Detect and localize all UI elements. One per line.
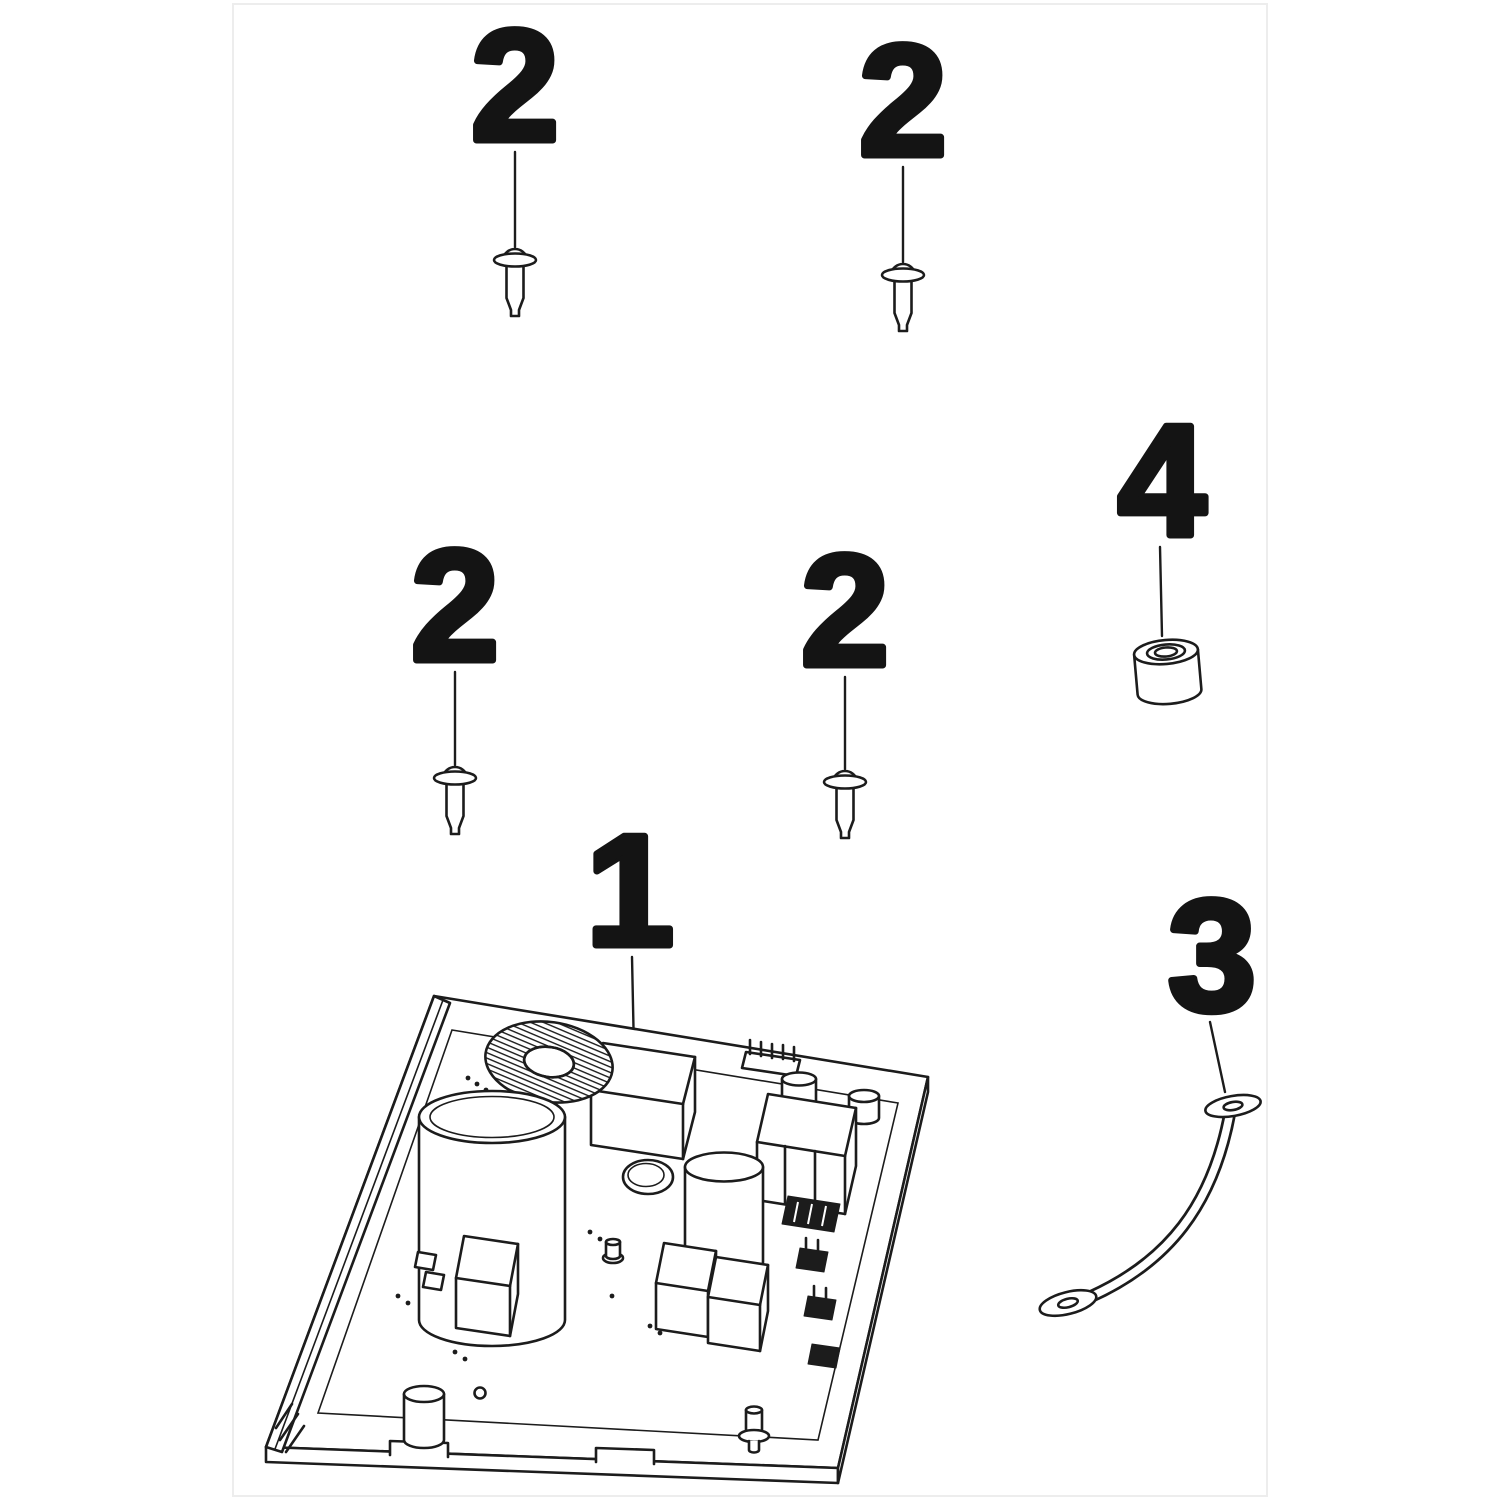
plate-notch xyxy=(594,1446,656,1466)
cylinder-small-bottom-left xyxy=(402,1384,446,1450)
relay-box-left xyxy=(454,1234,520,1338)
standoff-center xyxy=(601,1237,625,1265)
plate-hole xyxy=(473,1386,487,1400)
callout-screw-top-left: 2 xyxy=(468,0,562,318)
plate-rail xyxy=(264,994,452,1454)
screw-icon xyxy=(880,262,926,333)
ground-strap-icon xyxy=(1038,1093,1262,1318)
callout-screw-mid-left: 2 xyxy=(408,515,502,836)
callout-board: 1 xyxy=(583,800,677,1054)
callout-label-2-mid-left: 2 xyxy=(411,518,499,694)
header-connector-top xyxy=(740,1038,802,1078)
screw-icon xyxy=(492,247,538,318)
callout-label-4: 4 xyxy=(1118,393,1206,569)
pin-connector-dark xyxy=(781,1195,841,1233)
relay-box-center-2 xyxy=(706,1255,770,1353)
callout-label-1: 1 xyxy=(586,803,674,979)
circuit-board-assembly xyxy=(264,994,930,1485)
mounting-bolt xyxy=(737,1405,771,1454)
spacer-bushing-icon xyxy=(1132,638,1203,706)
callout-ground-strap: 3 xyxy=(1038,865,1262,1318)
leader-line xyxy=(1158,545,1164,638)
leader-line xyxy=(1208,1020,1227,1094)
drawing-frame xyxy=(232,3,1268,1497)
callout-screw-top-right: 2 xyxy=(856,10,950,333)
callout-screw-mid-right: 2 xyxy=(798,520,892,840)
terminal-blocks-left xyxy=(413,1250,446,1292)
pcb-outline xyxy=(316,1029,899,1441)
capacitor-round-top xyxy=(621,1158,675,1196)
callout-label-3: 3 xyxy=(1168,868,1256,1044)
callout-label-2-top-left: 2 xyxy=(471,0,559,174)
callout-label-2-top-right: 2 xyxy=(859,13,947,189)
callout-label-2-mid-right: 2 xyxy=(801,523,889,699)
screw-icon xyxy=(822,769,868,840)
transformer xyxy=(755,1092,858,1216)
callout-spacer: 4 xyxy=(1115,390,1210,706)
screw-icon xyxy=(432,765,478,836)
pin-headers-right xyxy=(795,1236,841,1369)
